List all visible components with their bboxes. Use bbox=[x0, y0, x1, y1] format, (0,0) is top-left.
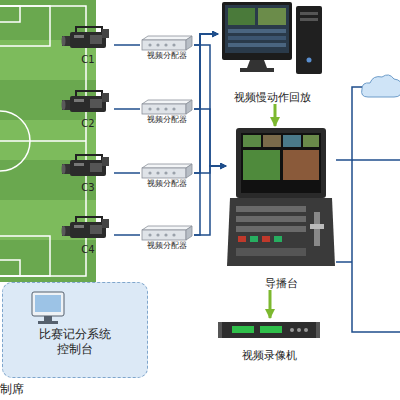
video-recorder bbox=[304, 328, 308, 332]
callout-number: C4 bbox=[81, 244, 94, 256]
signal-line bbox=[336, 87, 362, 160]
network-wire bbox=[352, 160, 400, 332]
network-wire bbox=[336, 160, 400, 332]
callout-number: C1 bbox=[81, 54, 94, 66]
monitor-icon bbox=[44, 316, 52, 321]
switcher-console bbox=[310, 224, 324, 229]
football-field bbox=[0, 6, 50, 46]
signal-line bbox=[194, 45, 226, 166]
replay-computer bbox=[296, 6, 322, 74]
switcher-console bbox=[236, 206, 306, 212]
replay-computer bbox=[300, 18, 318, 21]
switcher-console bbox=[227, 128, 335, 266]
switcher-console bbox=[236, 128, 326, 198]
video-splitter bbox=[142, 226, 192, 240]
replay-computer bbox=[222, 2, 322, 74]
video-recorder bbox=[232, 326, 254, 333]
video-recorder bbox=[218, 322, 222, 338]
football-field bbox=[0, 236, 50, 276]
video-camera bbox=[62, 27, 110, 48]
device-label: 视频分配器 bbox=[147, 115, 187, 124]
switcher-console bbox=[262, 236, 270, 242]
replay-computer bbox=[258, 8, 286, 25]
switcher-console bbox=[236, 216, 306, 222]
video-recorder bbox=[218, 322, 320, 338]
device-label: 视频分配器 bbox=[147, 241, 187, 250]
switcher-console bbox=[283, 135, 301, 147]
video-camera bbox=[62, 217, 110, 238]
signal-line bbox=[114, 234, 140, 236]
replay-computer bbox=[228, 8, 255, 25]
network-wire bbox=[352, 159, 400, 161]
video-camera bbox=[62, 155, 110, 176]
switcher-console bbox=[236, 248, 306, 256]
video-recorder bbox=[260, 326, 282, 333]
football-field bbox=[0, 260, 20, 276]
signal-line bbox=[114, 108, 140, 110]
switcher-console bbox=[227, 198, 335, 266]
video-camera bbox=[62, 91, 110, 112]
replay-computer bbox=[307, 58, 312, 63]
replay-computer bbox=[247, 60, 267, 68]
switcher-console bbox=[241, 133, 321, 193]
network-wire bbox=[336, 261, 352, 263]
control-arrow bbox=[269, 290, 272, 318]
switcher-console bbox=[283, 150, 319, 180]
football-field bbox=[0, 111, 30, 171]
replay-computer bbox=[228, 43, 286, 47]
callout-number: C3 bbox=[81, 182, 94, 194]
switcher-console bbox=[250, 236, 258, 242]
device-label: 视频分配器 bbox=[147, 179, 187, 188]
switcher-console bbox=[238, 236, 246, 242]
signal-line bbox=[194, 109, 226, 166]
signal-line bbox=[194, 34, 218, 173]
switcher-console bbox=[263, 135, 281, 147]
replay-computer bbox=[225, 5, 289, 53]
video-splitter bbox=[142, 36, 192, 50]
internet-cloud bbox=[362, 75, 400, 97]
console-box: 比赛记分系统 控制台 bbox=[2, 282, 148, 378]
switcher-console bbox=[243, 135, 261, 147]
replay-computer bbox=[222, 2, 292, 60]
callout-number: C2 bbox=[81, 118, 94, 130]
device-label: 导播台 bbox=[265, 277, 298, 290]
video-recorder bbox=[316, 322, 320, 338]
device-label: 视频慢动作回放 bbox=[234, 91, 311, 104]
signal-line bbox=[114, 44, 140, 46]
monitor-icon bbox=[32, 292, 64, 316]
switcher-console bbox=[243, 150, 280, 180]
replay-computer bbox=[228, 29, 286, 33]
signal-line bbox=[194, 166, 226, 235]
control-arrow bbox=[274, 104, 277, 126]
video-splitter bbox=[142, 36, 192, 240]
switcher-console bbox=[274, 236, 282, 242]
console-label: 比赛记分系统 控制台 bbox=[33, 327, 117, 357]
football-field bbox=[0, 140, 86, 142]
signal-line bbox=[194, 34, 218, 45]
monitor-icon bbox=[38, 321, 58, 324]
device-label: 视频分配器 bbox=[147, 51, 187, 60]
video-recorder bbox=[297, 328, 301, 332]
football-field bbox=[0, 6, 20, 22]
signal-line bbox=[114, 172, 140, 174]
video-camera bbox=[62, 27, 110, 238]
signal-line bbox=[194, 34, 218, 235]
replay-computer bbox=[240, 68, 274, 72]
internet-cloud bbox=[362, 75, 400, 97]
video-splitter bbox=[142, 164, 192, 178]
video-recorder bbox=[290, 328, 294, 332]
switcher-console bbox=[303, 135, 319, 147]
monitor-icon bbox=[32, 292, 64, 324]
video-recorder bbox=[218, 322, 320, 338]
video-splitter bbox=[142, 100, 192, 114]
replay-computer bbox=[300, 12, 318, 15]
device-label: 视频录像机 bbox=[242, 349, 297, 362]
monitor-icon bbox=[35, 295, 61, 312]
region-label: 制席 bbox=[0, 381, 24, 398]
replay-computer bbox=[228, 36, 286, 40]
switcher-console bbox=[236, 226, 306, 232]
